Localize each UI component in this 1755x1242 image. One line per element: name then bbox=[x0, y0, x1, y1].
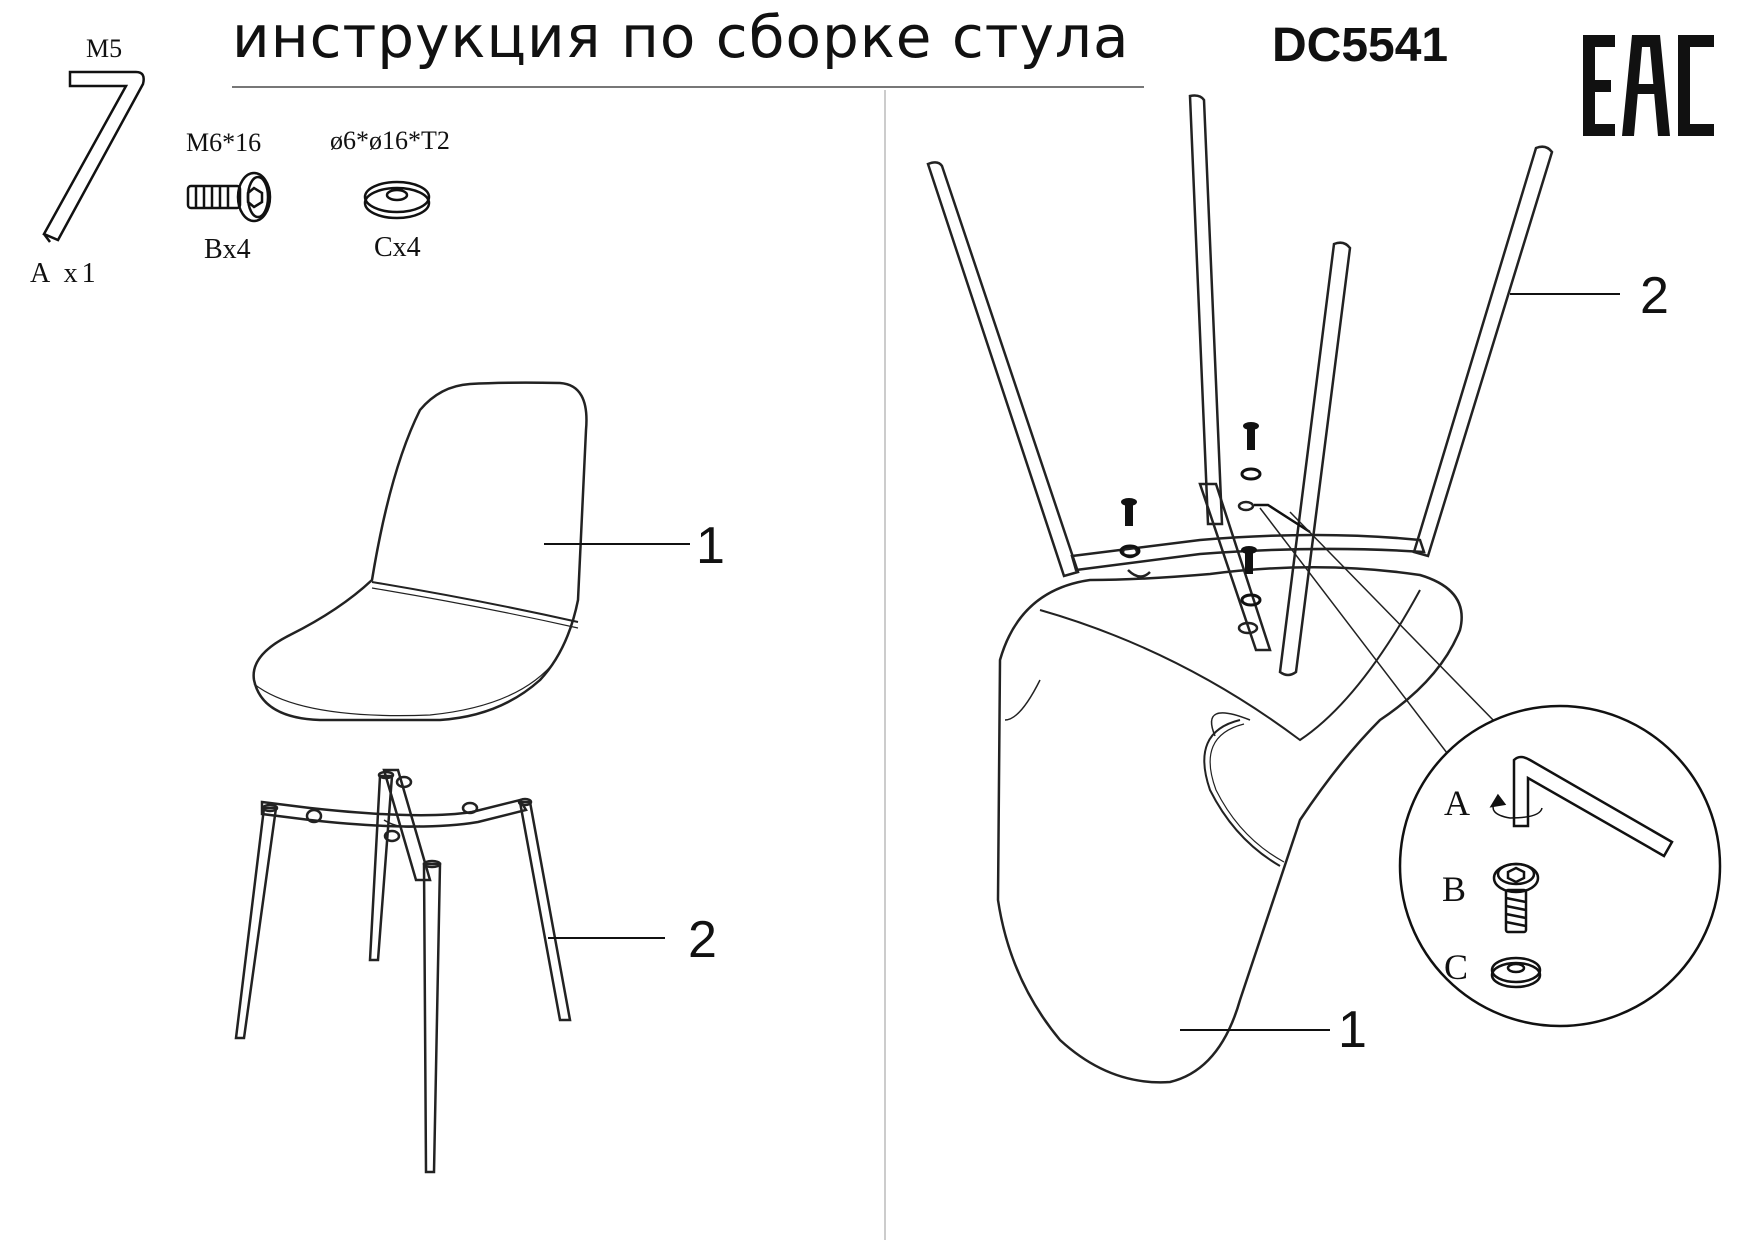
eac-mark-icon bbox=[1583, 35, 1714, 136]
callout-base-number: 2 bbox=[688, 911, 717, 969]
callout-seat-number: 1 bbox=[696, 517, 725, 575]
washer-icon bbox=[363, 180, 431, 220]
model-number: DC5541 bbox=[1272, 19, 1449, 72]
part-c-size: ø6*ø16*T2 bbox=[330, 126, 450, 155]
detail-leader-line bbox=[1259, 507, 1461, 771]
detail-label-c: C bbox=[1444, 947, 1469, 987]
part-a-qty: A x1 bbox=[30, 258, 100, 289]
callout-flipped-seat-number: 1 bbox=[1338, 1001, 1367, 1059]
seat-shell-icon bbox=[252, 381, 588, 722]
detail-label-a: A bbox=[1444, 783, 1470, 823]
step2-bolt-icon bbox=[1121, 422, 1259, 574]
part-b-size: M6*16 bbox=[186, 128, 262, 157]
page-title: инструкция по сборке стула bbox=[232, 3, 1130, 71]
allen-key-icon bbox=[42, 70, 145, 243]
step2-allen-key-icon bbox=[1254, 503, 1311, 534]
part-a-size: M5 bbox=[86, 34, 123, 63]
detail-label-b: B bbox=[1442, 869, 1467, 909]
frame-and-legs-icon bbox=[926, 94, 1554, 677]
detail-bolt-icon bbox=[1492, 862, 1540, 934]
part-c-qty: Cx4 bbox=[374, 232, 421, 263]
detail-washer-icon bbox=[1490, 956, 1542, 989]
detail-circle bbox=[1398, 704, 1722, 1028]
callout-legs-number: 2 bbox=[1640, 267, 1669, 325]
bolt-icon bbox=[186, 171, 272, 223]
step2-washer-icon bbox=[1119, 467, 1262, 607]
title-underline bbox=[232, 86, 1144, 88]
flipped-seat-icon bbox=[996, 565, 1463, 1084]
detail-allen-key-icon bbox=[1489, 755, 1674, 858]
part-b-qty: Bx4 bbox=[204, 234, 251, 265]
chair-base-icon bbox=[234, 768, 572, 1174]
